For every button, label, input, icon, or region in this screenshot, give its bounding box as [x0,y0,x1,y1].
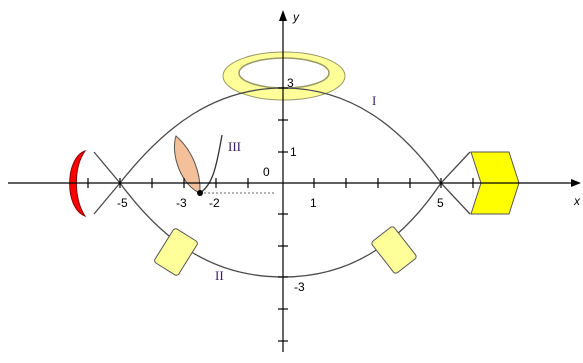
curve-label-III: III [228,139,241,154]
y-axis-arrow-icon [279,10,287,21]
y-ticks [278,87,288,342]
curve-small [199,134,223,194]
x-axis-arrow-icon [571,179,581,187]
tick-label-y-neg3: -3 [294,280,305,294]
curve-label-I: I [372,93,376,108]
tick-label-y-3: 3 [287,76,294,90]
tick-label-x-neg3: -3 [176,196,187,210]
mouth-shape [69,150,87,218]
curve-lower [93,181,471,278]
tick-label-x-neg5: -5 [117,196,128,210]
tick-label-y-1: 1 [290,145,297,159]
leaf-shape [174,135,201,194]
tick-label-x-1: 1 [310,196,317,210]
halo-ring [222,51,346,101]
curve-upper [93,87,471,185]
tick-label-x-neg2: -2 [209,196,220,210]
tick-label-x-5: 5 [437,196,444,210]
y-axis-label: y [292,10,300,24]
left-cap [154,228,198,276]
right-cap [371,226,417,274]
x-axis-label: x [573,194,581,208]
curve-label-II: II [215,268,224,283]
tick-label-origin: 0 [263,165,270,179]
x-ticks [87,178,474,188]
marked-point [197,190,203,196]
